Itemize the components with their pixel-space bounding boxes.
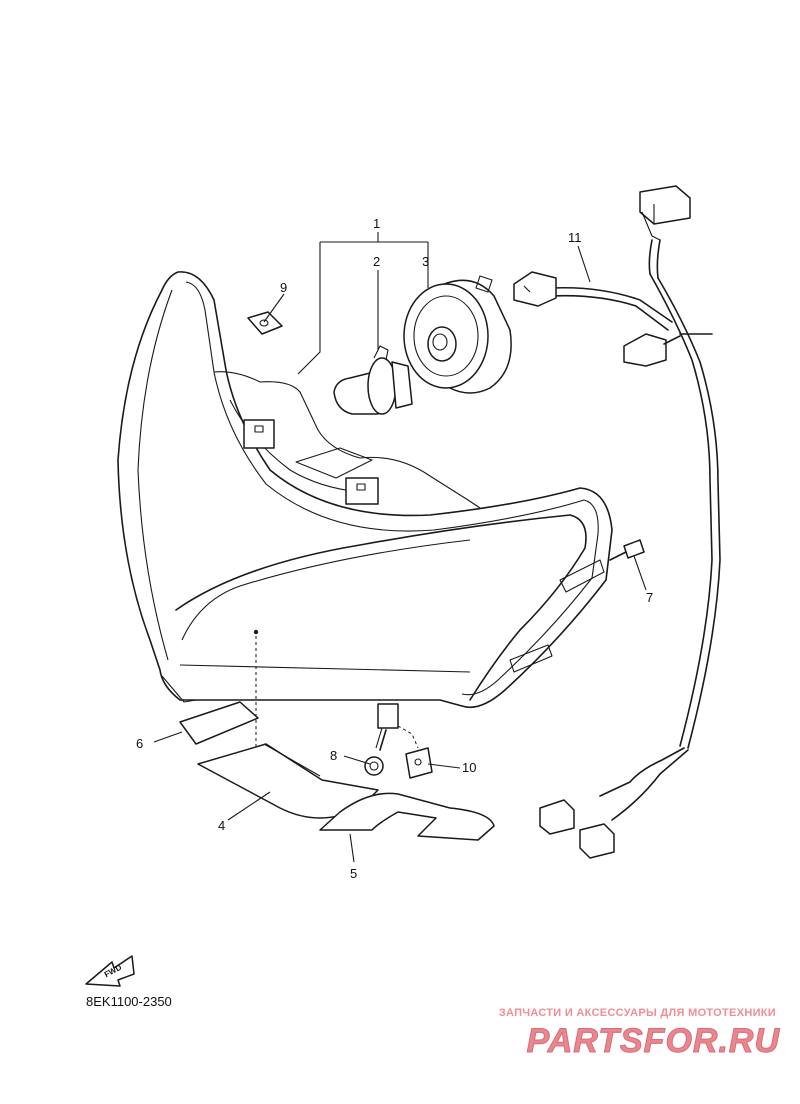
- fwd-arrow-icon: FWD: [85, 955, 135, 987]
- callout-11: 11: [568, 230, 582, 245]
- leader-lines: [153, 232, 647, 863]
- wire-harness: [513, 185, 721, 859]
- watermark-tagline: ЗАПЧАСТИ И АКСЕССУАРЫ ДЛЯ МОТОТЕХНИКИ: [498, 1007, 776, 1019]
- watermark-logo: PARTSFOR.RU: [526, 1022, 780, 1061]
- callout-7: 7: [646, 590, 653, 605]
- nut-10: [397, 725, 433, 779]
- callout-1: 1: [373, 216, 380, 231]
- callout-9: 9: [280, 280, 287, 295]
- callout-3: 3: [422, 254, 429, 269]
- callout-8: 8: [330, 748, 337, 763]
- panel-5: [319, 792, 495, 841]
- nut-plate: [247, 311, 283, 335]
- panel-6: [179, 701, 259, 745]
- bolt-8: [364, 727, 387, 776]
- callout-5: 5: [350, 866, 357, 881]
- screw-7: [609, 539, 645, 561]
- bulb: [333, 345, 413, 415]
- callout-10: 10: [462, 760, 476, 775]
- callout-6: 6: [136, 736, 143, 751]
- callout-numbers: 1 2 3 4 5 6 7 8 9 10 11: [136, 216, 653, 881]
- diagram-code: 8EK1100-2350: [86, 994, 172, 1009]
- callout-4: 4: [218, 818, 225, 833]
- callout-2: 2: [373, 254, 380, 269]
- headlight-housing: [117, 271, 613, 790]
- panel-4: [197, 743, 379, 819]
- bulb-socket-cover: [403, 275, 512, 394]
